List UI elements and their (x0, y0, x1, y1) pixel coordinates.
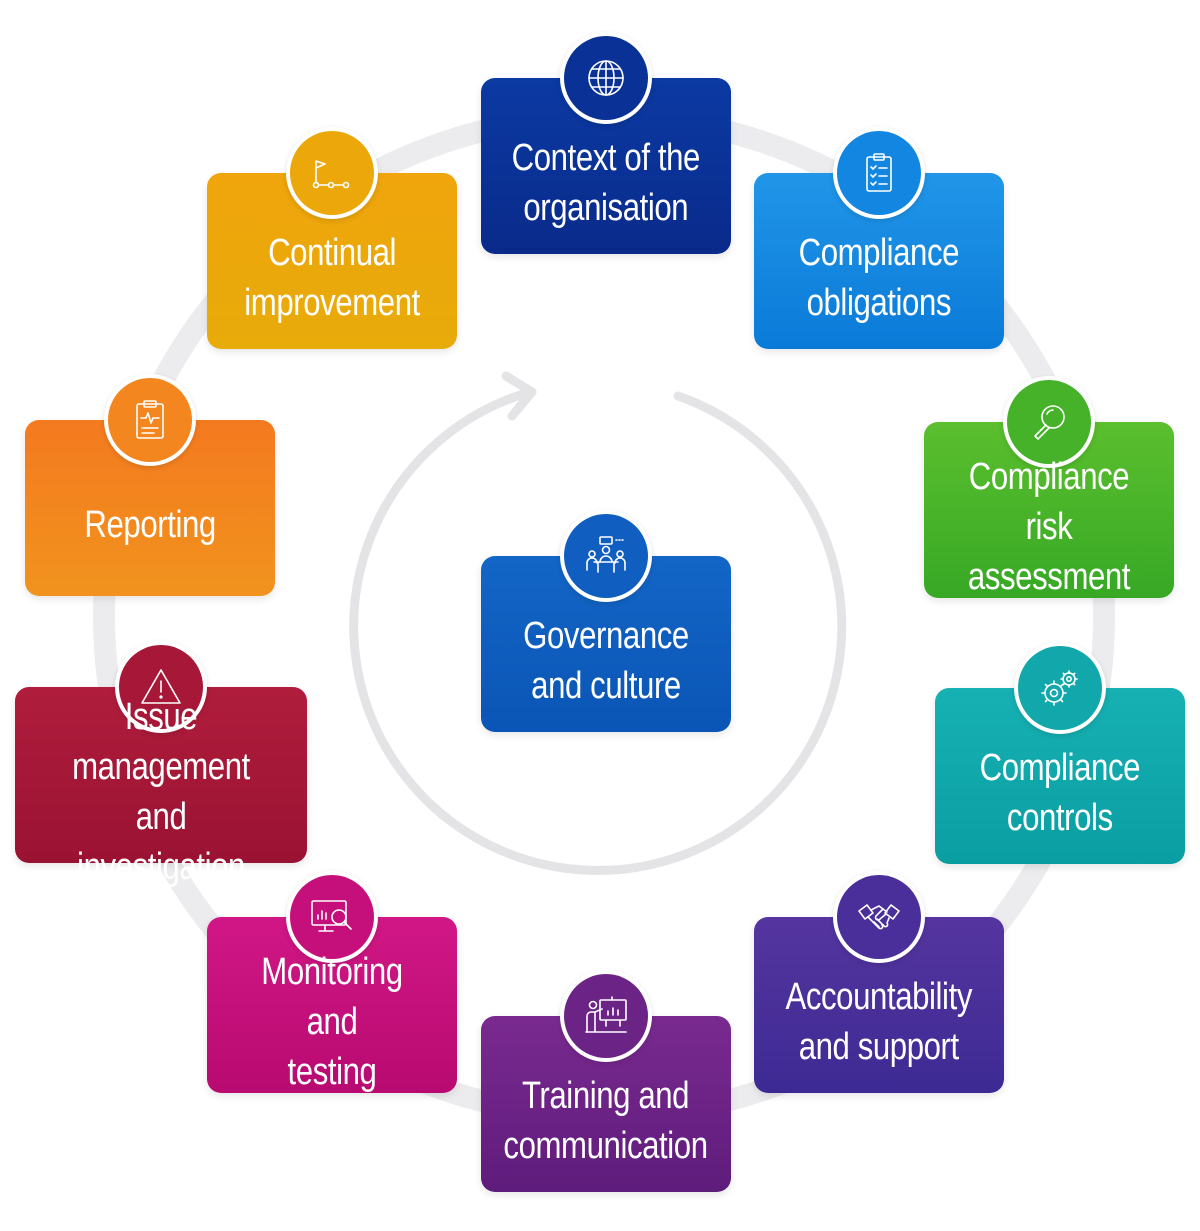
element-accountability: Accountability and support (754, 871, 1004, 1093)
center-governance: Governance and culture (481, 510, 731, 732)
element-risk-assessment: Compliance risk assessment (924, 376, 1174, 598)
badge-accountability (833, 871, 925, 963)
globe-icon (588, 60, 624, 96)
element-monitoring: Monitoring and testing (207, 871, 457, 1093)
magnifier-icon (1034, 405, 1065, 440)
element-label: Compliance obligations (798, 232, 960, 324)
element-label: Issue management and investigation (72, 696, 250, 888)
element-label: Compliance risk assessment (967, 456, 1131, 598)
badge-issue (115, 641, 207, 733)
presentation-icon (585, 996, 627, 1033)
badge-monitoring (286, 871, 378, 963)
badge-context (560, 32, 652, 124)
element-label: Monitoring and testing (261, 951, 403, 1093)
badge-risk (1003, 376, 1095, 468)
checklist-icon (866, 153, 892, 192)
clipboard-pulse-icon (136, 400, 164, 439)
element-label: Accountability and support (785, 976, 973, 1068)
element-label: Training and communication (503, 1075, 709, 1167)
monitor-search-icon (311, 900, 352, 932)
handshake-icon (858, 904, 900, 930)
element-label: Reporting (84, 504, 216, 546)
element-controls: Compliance controls (935, 642, 1185, 864)
element-training: Training and communication (481, 970, 731, 1192)
badge-controls (1014, 642, 1106, 734)
element-label: Continual improvement (244, 232, 420, 324)
element-context: Context of the organisation (481, 32, 731, 254)
element-label: Context of the organisation (511, 137, 701, 229)
badge-governance (560, 510, 652, 602)
element-issue-management: Issue management and investigation (15, 641, 307, 888)
element-obligations: Compliance obligations (754, 127, 1004, 349)
inner-cycle-arrowhead (501, 371, 537, 421)
flag-path-icon (312, 160, 350, 189)
meeting-icon (586, 536, 626, 573)
badge-obligations (833, 127, 925, 219)
gears-icon (1041, 670, 1078, 706)
element-label: Compliance controls (979, 747, 1141, 839)
badge-reporting (104, 374, 196, 466)
inner-cycle-arrow (349, 387, 847, 875)
warning-icon (141, 669, 181, 704)
element-improvement: Continual improvement (207, 127, 457, 349)
center-label: Governance and culture (523, 615, 689, 707)
badge-improvement (286, 127, 378, 219)
badge-training (560, 970, 652, 1062)
element-reporting: Reporting (25, 374, 275, 596)
